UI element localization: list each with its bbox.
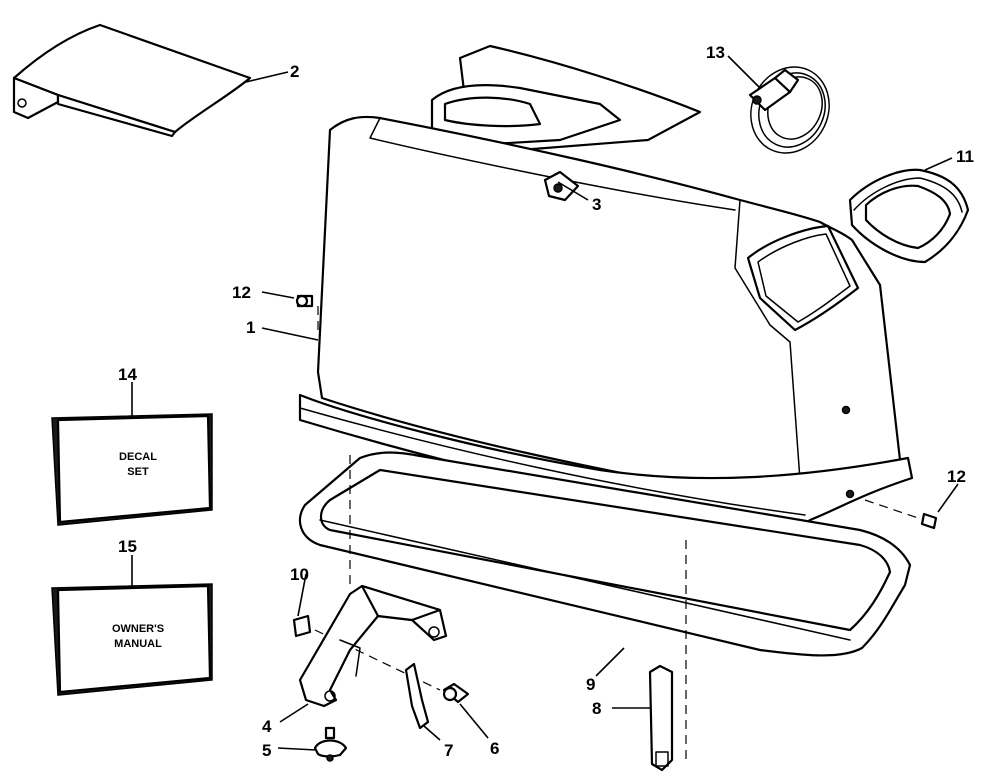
callout-6: 6 [490, 739, 499, 758]
callout-7: 7 [444, 741, 453, 760]
manual-label-line1: OWNER'S [112, 623, 164, 635]
callout-8: 8 [592, 699, 601, 718]
callout-15: 15 [118, 537, 137, 556]
callout-9: 9 [586, 675, 595, 694]
grommet-part-11 [848, 168, 970, 264]
callout-2: 2 [290, 62, 299, 81]
callout-12-left: 12 [232, 283, 251, 302]
callout-3: 3 [592, 195, 601, 214]
leader-lines [131, 55, 959, 751]
mount-part-5 [313, 726, 348, 762]
decal-label-line2: SET [127, 466, 149, 478]
callout-numbers: 1 2 3 4 5 6 7 8 9 10 11 12 12 13 14 15 [118, 43, 974, 760]
motor-cover-part-1 [298, 44, 914, 530]
callout-10: 10 [290, 565, 309, 584]
screw-part-12-left [295, 294, 314, 308]
nut-part-10 [292, 614, 312, 638]
callout-12-right: 12 [947, 467, 966, 486]
manual-label-line2: MANUAL [114, 638, 162, 650]
seal-part-9 [298, 451, 912, 657]
callout-11: 11 [956, 147, 974, 166]
rear-cover-part-2 [12, 23, 252, 138]
screw-part-12-right [920, 512, 938, 530]
strap-part-8 [648, 664, 674, 772]
latch-screw-part-3 [543, 170, 580, 202]
clip-part-7 [404, 662, 430, 730]
bracket-part-4 [298, 584, 448, 708]
callout-14: 14 [118, 365, 137, 384]
decal-set-box-part-14: DECAL SET [51, 413, 213, 526]
callout-1: 1 [246, 318, 255, 337]
callout-13: 13 [706, 43, 725, 62]
callout-4: 4 [262, 717, 272, 736]
decal-label-line1: DECAL [119, 451, 157, 463]
bolt-part-6 [442, 682, 470, 704]
owners-manual-box-part-15: OWNER'S MANUAL [51, 583, 213, 696]
wire-harness-part-13 [748, 66, 830, 154]
callout-5: 5 [262, 741, 271, 760]
